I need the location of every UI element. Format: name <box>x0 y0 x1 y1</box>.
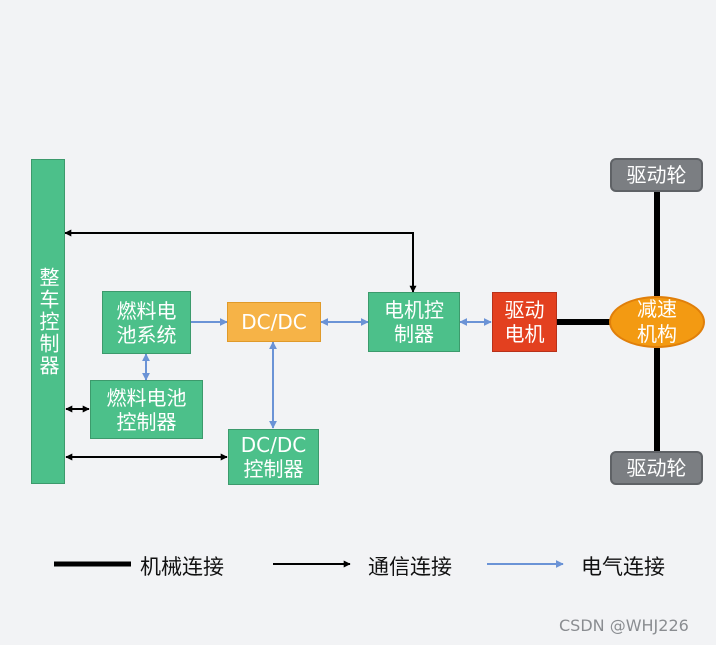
drive-wheel-top-node: 驱动轮 <box>610 158 703 192</box>
dcdc-node: DC/DC <box>227 302 321 342</box>
drive-wheel-bottom-node: 驱动轮 <box>610 451 703 485</box>
reducer-node: 减速机构 <box>609 296 705 348</box>
vehicle-controller-node: 整车控制器 <box>31 159 65 484</box>
dcdc-controller-node: DC/DC控制器 <box>228 429 319 485</box>
legend-communication-label: 通信连接 <box>368 555 452 579</box>
fuel-cell-controller-node: 燃料电池控制器 <box>90 380 203 439</box>
motor-controller-node: 电机控制器 <box>368 292 460 352</box>
legend-mechanical-label: 机械连接 <box>140 555 224 579</box>
comm-vcu-motor-controller <box>64 229 417 293</box>
fuel-cell-system-node: 燃料电池系统 <box>102 291 191 354</box>
legend-electrical-label: 电气连接 <box>581 555 665 579</box>
watermark: CSDN @WHJ226 <box>559 616 689 635</box>
drive-motor-node: 驱动电机 <box>492 292 557 352</box>
